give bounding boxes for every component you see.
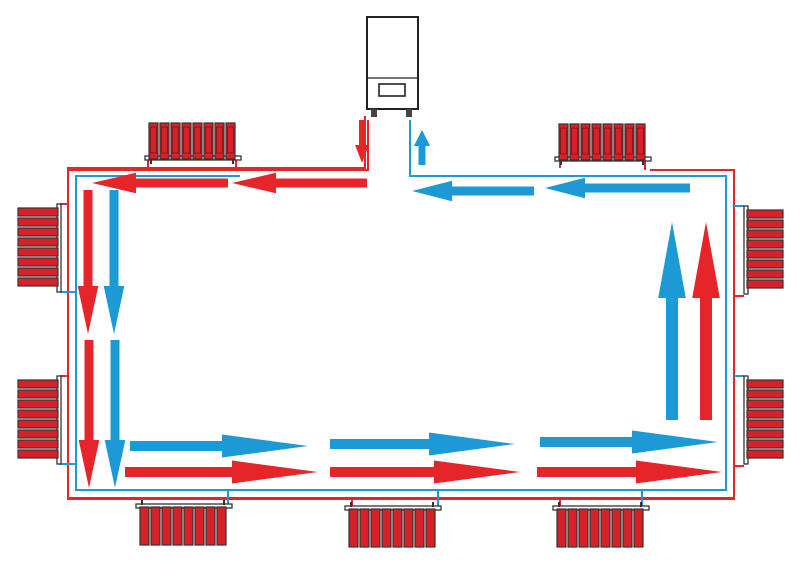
radiator-icon [144, 122, 242, 164]
radiator-icon [554, 123, 652, 165]
supply-arrow [355, 120, 369, 163]
radiator-icon [743, 205, 784, 295]
return-arrow [545, 177, 690, 199]
boiler-icon [366, 16, 419, 117]
return-arrow [103, 190, 125, 334]
radiators [17, 122, 784, 548]
radiator-icon [552, 502, 650, 548]
radiator-icon [17, 203, 62, 293]
supply-arrow [692, 222, 720, 420]
supply-arrow [330, 460, 520, 484]
return-arrow [413, 130, 431, 165]
supply-pipe [67, 120, 735, 500]
boiler-valve [406, 109, 412, 117]
supply-arrow [92, 172, 228, 194]
supply-arrow [77, 190, 99, 334]
radiator-icon [743, 375, 784, 465]
flow-arrows [77, 120, 722, 488]
radiator-icon [344, 502, 442, 548]
return-arrow [130, 434, 308, 458]
supply-arrow [78, 340, 100, 488]
supply-arrow [232, 172, 367, 194]
boiler-display [378, 83, 406, 97]
return-arrow [330, 432, 515, 456]
supply-arrow [125, 460, 318, 484]
return-arrow [104, 340, 126, 488]
radiator-icon [135, 500, 233, 546]
return-pipe [75, 120, 727, 491]
supply-arrow [537, 460, 722, 484]
return-arrow [658, 222, 686, 420]
return-arrow [540, 430, 718, 454]
boiler-valve [371, 109, 377, 117]
return-arrow [412, 180, 534, 202]
radiator-icon [17, 375, 62, 465]
